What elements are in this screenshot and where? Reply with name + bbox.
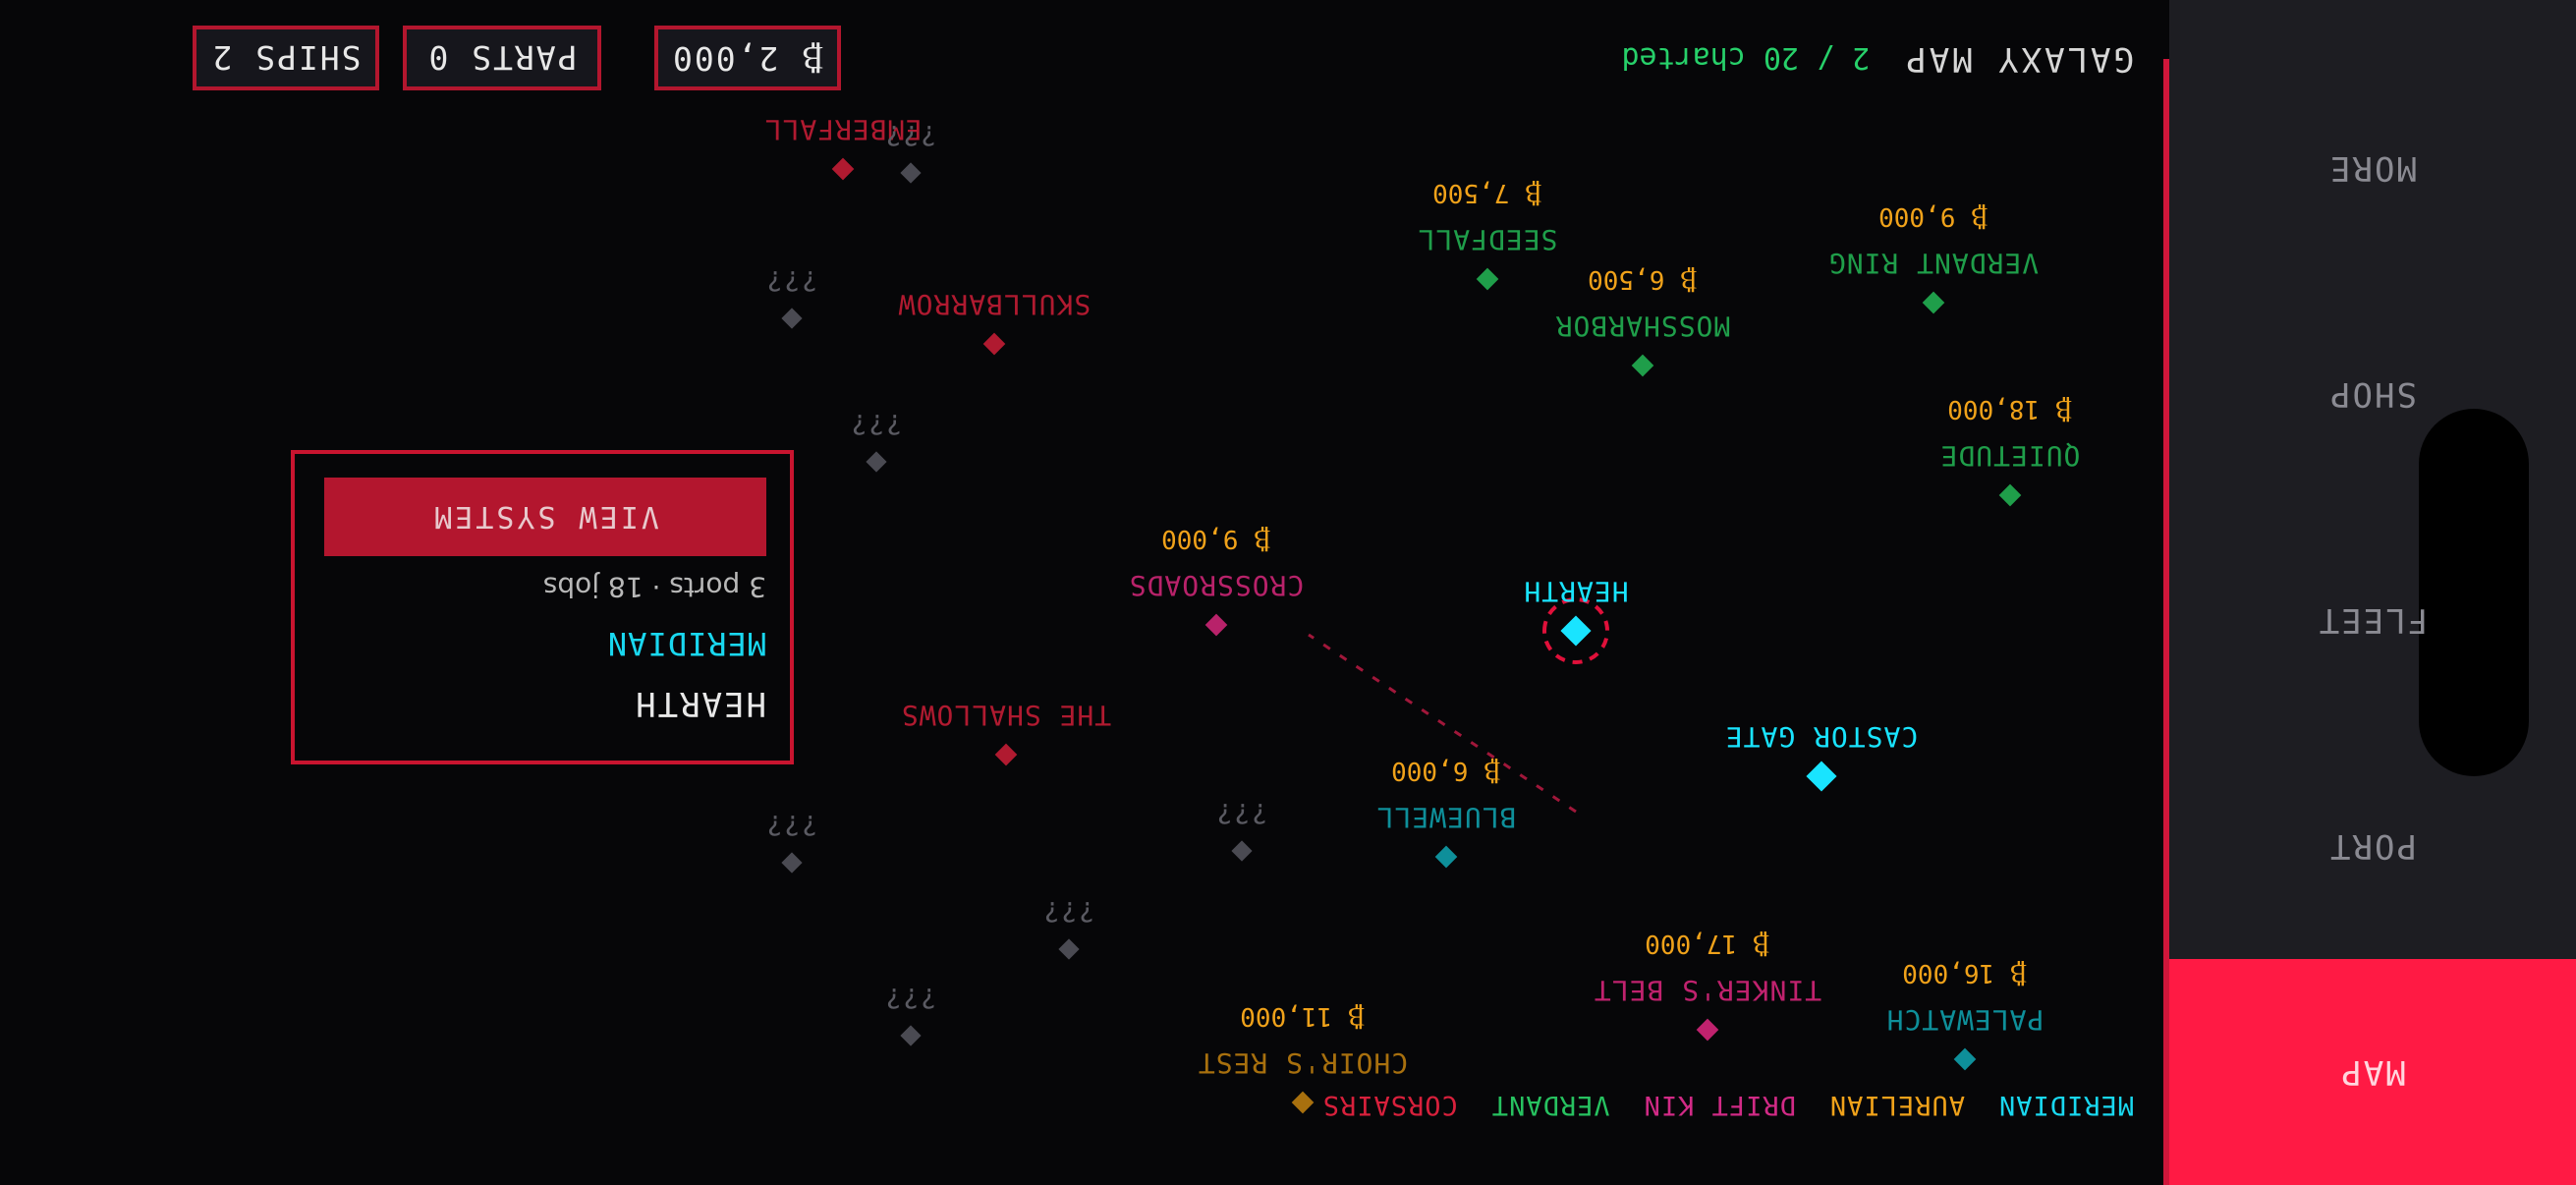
system-node-choir-s-rest[interactable] [1291, 1091, 1315, 1114]
system-node-hearth[interactable] [1560, 615, 1592, 647]
system-label: CASTOR GATE [1724, 720, 1919, 754]
legend-verdant: VERDANT [1490, 1090, 1610, 1120]
parts-stat: PARTS 0 [403, 26, 601, 90]
system-price: ₿ 18,000 [1947, 394, 2073, 423]
system-info-panel: HEARTH MERIDIAN 3 ports · 18 jobs VIEW S… [291, 450, 794, 764]
route-line [1308, 633, 1577, 814]
system-node-verdant-ring[interactable] [1922, 291, 1945, 314]
system-price: ₿ 9,000 [1878, 201, 1988, 231]
unknown-system-label: ??? [765, 809, 818, 842]
system-price: ₿ 11,000 [1240, 1001, 1366, 1031]
system-node-crossroads[interactable] [1204, 613, 1228, 637]
system-price: ₿ 9,000 [1161, 524, 1271, 553]
nav-tab-more[interactable]: MORE [2328, 148, 2417, 188]
system-price: ₿ 16,000 [1902, 958, 2028, 988]
selected-system-detail: 3 ports · 18 jobs [542, 571, 766, 603]
system-label: CHOIR'S REST [1197, 1046, 1409, 1080]
selected-system-name: HEARTH [634, 684, 766, 723]
unknown-system-node[interactable] [900, 1025, 922, 1046]
unknown-system-label: ??? [765, 264, 818, 298]
system-label: VERDANT RING [1827, 247, 2040, 280]
unknown-system-label: ??? [1215, 797, 1268, 830]
system-label: MOSSHARBOR [1554, 310, 1731, 343]
system-node-mossharbor[interactable] [1631, 354, 1654, 377]
map-header: GALAXY MAP 2 / 20 charted [1621, 39, 2134, 79]
unknown-system-node[interactable] [866, 451, 887, 473]
unknown-system-node[interactable] [781, 852, 803, 874]
system-node-bluewell[interactable] [1434, 845, 1458, 869]
system-node-skullbarrow[interactable] [982, 332, 1006, 356]
unknown-system-label: ??? [884, 982, 937, 1015]
selection-ring [1542, 597, 1609, 664]
system-label: PALEWATCH [1885, 1003, 2044, 1037]
credits-stat: ₿ 2,000 [654, 26, 841, 90]
map-canvas [781, 157, 2022, 1114]
unknown-system-node[interactable] [1231, 840, 1253, 862]
unknown-system-node[interactable] [781, 308, 803, 329]
legend-corsairs: CORSAIRS [1321, 1090, 1458, 1120]
system-node-tinker-s-belt[interactable] [1696, 1018, 1719, 1042]
page-title: GALAXY MAP [1903, 39, 2134, 79]
unknown-system-label: ??? [884, 119, 937, 152]
faction-legend: MERIDIAN AURELIAN DRIFT KIN VERDANT CORS… [1322, 1090, 2134, 1120]
system-label: QUIETUDE [1939, 439, 2081, 473]
legend-meridian: MERIDIAN [1997, 1090, 2134, 1120]
system-label: SKULLBARROW [897, 288, 1092, 321]
system-label: THE SHALLOWS [900, 699, 1112, 732]
system-node-emberfall[interactable] [831, 157, 855, 181]
nav-tab-shop[interactable]: SHOP [2328, 374, 2417, 414]
nav-rail: MAP PORT FLEET SHOP MORE [2169, 0, 2576, 1185]
nav-tab-port[interactable]: PORT [2328, 826, 2417, 866]
galaxy-map: HEARTH CASTOR GATE PALEWATCH ₿ 16,000 BLUEWE… [193, 26, 2134, 1120]
charted-count: 2 / 20 charted [1621, 40, 1871, 75]
system-node-palewatch[interactable] [1953, 1047, 1977, 1071]
system-price: ₿ 17,000 [1645, 929, 1770, 958]
unknown-system-label: ??? [1042, 895, 1095, 929]
system-price: ₿ 6,500 [1588, 264, 1698, 294]
view-system-button[interactable]: VIEW SYSTEM [324, 478, 766, 556]
system-price: ₿ 6,000 [1391, 756, 1501, 785]
system-label: HEARTH [1523, 575, 1629, 608]
system-node-quietude[interactable] [1998, 483, 2022, 507]
ships-stat: SHIPS 2 [193, 26, 379, 90]
unknown-system-node[interactable] [1058, 938, 1080, 960]
system-label: SEEDFALL [1417, 223, 1558, 256]
system-label: TINKER'S BELT [1593, 974, 1822, 1007]
legend-aurelian: AURELIAN [1828, 1090, 1965, 1120]
nav-tab-fleet[interactable]: FLEET [2317, 600, 2429, 640]
unknown-system-node[interactable] [900, 162, 922, 184]
system-node-the-shallows[interactable] [994, 743, 1018, 766]
system-node-seedfall[interactable] [1476, 267, 1499, 291]
system-price: ₿ 7,500 [1432, 178, 1542, 207]
system-node-castor-gate[interactable] [1806, 761, 1837, 792]
system-label: BLUEWELL [1375, 801, 1517, 834]
system-label: CROSSROADS [1128, 569, 1305, 602]
nav-accent-bar [2163, 59, 2169, 1185]
legend-driftkin: DRIFT KIN [1643, 1090, 1796, 1120]
unknown-system-label: ??? [850, 408, 903, 441]
nav-tab-map[interactable]: MAP [2169, 959, 2576, 1185]
selected-system-faction: MERIDIAN [606, 625, 766, 662]
